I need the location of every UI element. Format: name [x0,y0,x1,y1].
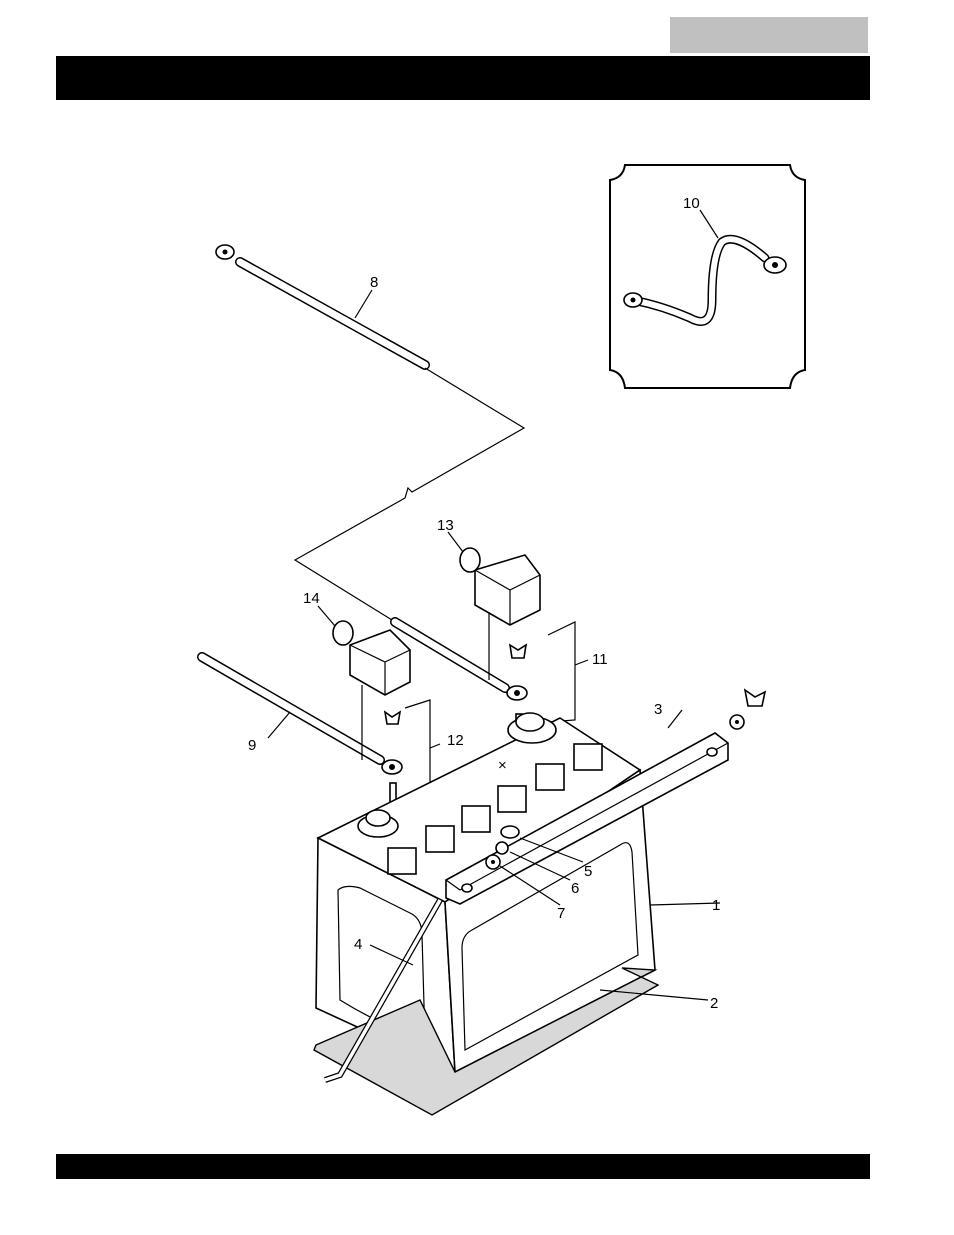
callout-11: 11 [592,651,608,668]
callout-12: 12 [447,732,464,749]
battery: × [316,713,655,1072]
footer-bar [56,1154,870,1179]
svg-text:×: × [498,757,507,774]
callout-10: 10 [683,195,700,212]
cable-upper [395,622,527,700]
bracket-11 [548,622,575,722]
callout-3: 3 [654,701,662,718]
callout-2: 2 [710,995,718,1012]
inset-detail-box [610,165,805,388]
callout-4: 4 [354,936,362,953]
callout-7: 7 [557,905,565,922]
callout-8: 8 [370,274,378,291]
callout-5: 5 [584,863,592,880]
callout-1: 1 [712,897,720,914]
callout-13: 13 [437,517,454,534]
callout-9: 9 [248,737,256,754]
callout-14: 14 [303,590,320,607]
callout-6: 6 [571,880,579,897]
